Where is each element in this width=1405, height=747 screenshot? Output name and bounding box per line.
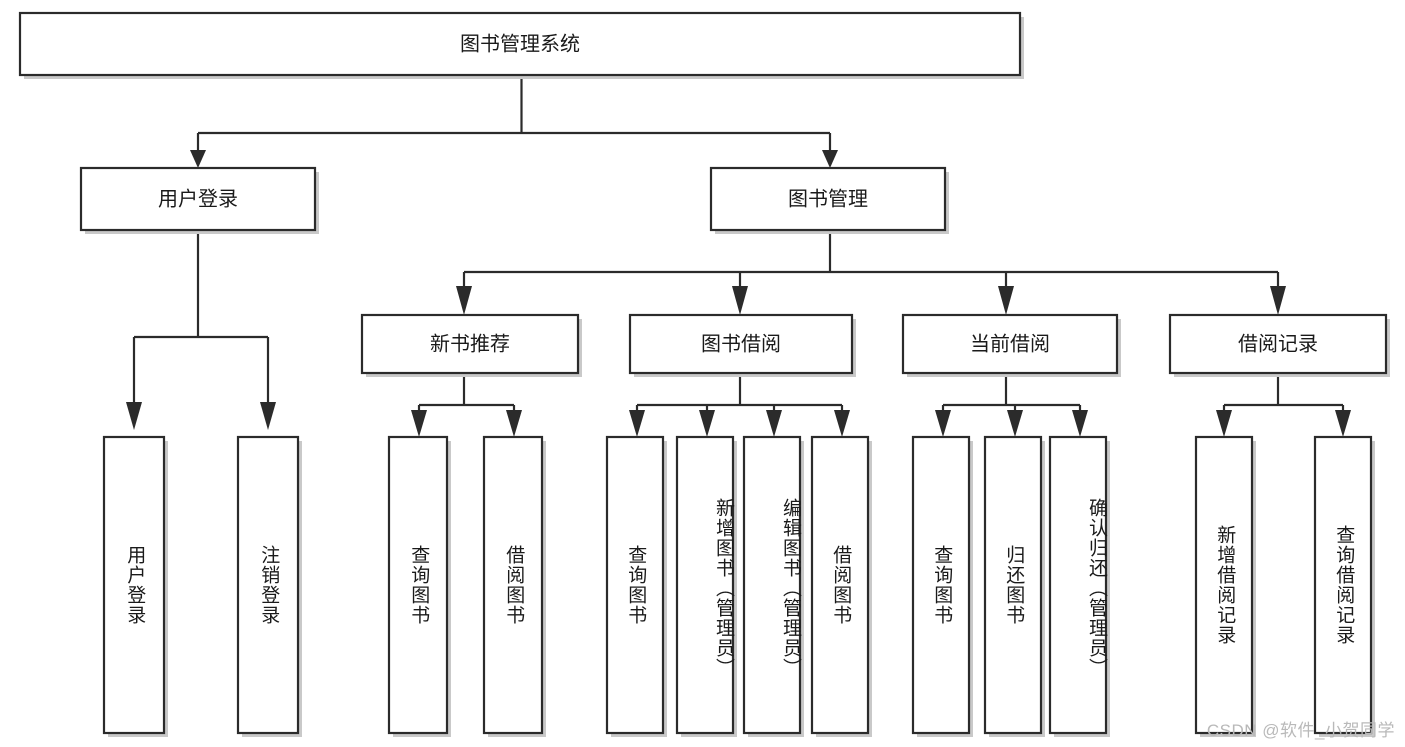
node-user-login-label: 用户登录 <box>158 187 238 210</box>
leaf-user-login-rect[interactable] <box>102 435 166 735</box>
arrow-user-login <box>190 150 206 168</box>
leaf-add-record-rect[interactable] <box>1194 435 1254 735</box>
arrow-book-management <box>822 150 838 168</box>
arrow-book-borrow <box>732 286 748 315</box>
node-current-borrow[interactable]: 当前借阅 <box>901 313 1121 377</box>
node-borrow-record-label: 借阅记录 <box>1238 332 1318 355</box>
connector-layer <box>126 79 1351 437</box>
leaf-return-book-rect[interactable] <box>983 435 1043 735</box>
leaf-edit-book-rect[interactable] <box>742 435 802 735</box>
node-current-borrow-label: 当前借阅 <box>970 332 1050 355</box>
node-book-management-label: 图书管理 <box>788 187 868 210</box>
leaf-logout-login-rect[interactable] <box>236 435 300 735</box>
arrow-leaf-logout-login <box>260 402 276 430</box>
arrow-leaf-query-book-2 <box>629 410 645 437</box>
arrow-leaf-add-record <box>1216 410 1232 437</box>
arrow-leaf-query-book-1 <box>411 410 427 437</box>
arrow-leaf-return-book <box>1007 410 1023 437</box>
node-book-borrow[interactable]: 图书借阅 <box>628 313 856 377</box>
leaf-query-book-2-rect[interactable] <box>605 435 665 735</box>
arrow-leaf-edit-book <box>766 410 782 437</box>
node-user-login[interactable]: 用户登录 <box>79 166 319 234</box>
node-root-label: 图书管理系统 <box>460 32 580 55</box>
arrow-leaf-confirm-return <box>1072 410 1088 437</box>
leaf-borrow-book-1-rect[interactable] <box>482 435 544 735</box>
leaf-confirm-return-rect[interactable] <box>1048 435 1108 735</box>
node-new-book-recommend-rect <box>360 313 580 375</box>
arrow-borrow-record <box>1270 286 1286 315</box>
node-root-rect <box>18 11 1022 77</box>
arrow-leaf-query-book-3 <box>935 410 951 437</box>
node-user-login-rect <box>79 166 317 232</box>
leaf-box-layer <box>102 435 1375 737</box>
arrow-leaf-user-login <box>126 402 142 430</box>
arrow-new-book-recommend <box>456 286 472 315</box>
leaf-query-book-3-rect[interactable] <box>911 435 971 735</box>
leaf-borrow-book-2-rect[interactable] <box>810 435 870 735</box>
node-book-management-rect <box>709 166 947 232</box>
node-borrow-record[interactable]: 借阅记录 <box>1168 313 1390 377</box>
csdn-watermark: CSDN @软件_小贺同学 <box>1206 721 1395 740</box>
arrow-current-borrow <box>998 286 1014 315</box>
leaf-add-book-rect[interactable] <box>675 435 735 735</box>
leaf-query-book-1-rect[interactable] <box>387 435 449 735</box>
node-current-borrow-rect <box>901 313 1119 375</box>
node-book-management[interactable]: 图书管理 <box>709 166 949 234</box>
node-new-book-recommend[interactable]: 新书推荐 <box>360 313 582 377</box>
arrow-leaf-add-book <box>699 410 715 437</box>
node-borrow-record-rect <box>1168 313 1388 375</box>
node-book-borrow-rect <box>628 313 854 375</box>
node-root[interactable]: 图书管理系统 <box>18 11 1024 79</box>
leaf-query-record-rect[interactable] <box>1313 435 1373 735</box>
arrow-leaf-query-record <box>1335 410 1351 437</box>
node-new-book-recommend-label: 新书推荐 <box>430 332 510 355</box>
arrow-leaf-borrow-book-1 <box>506 410 522 437</box>
arrow-leaf-borrow-book-2 <box>834 410 850 437</box>
node-book-borrow-label: 图书借阅 <box>701 332 781 355</box>
